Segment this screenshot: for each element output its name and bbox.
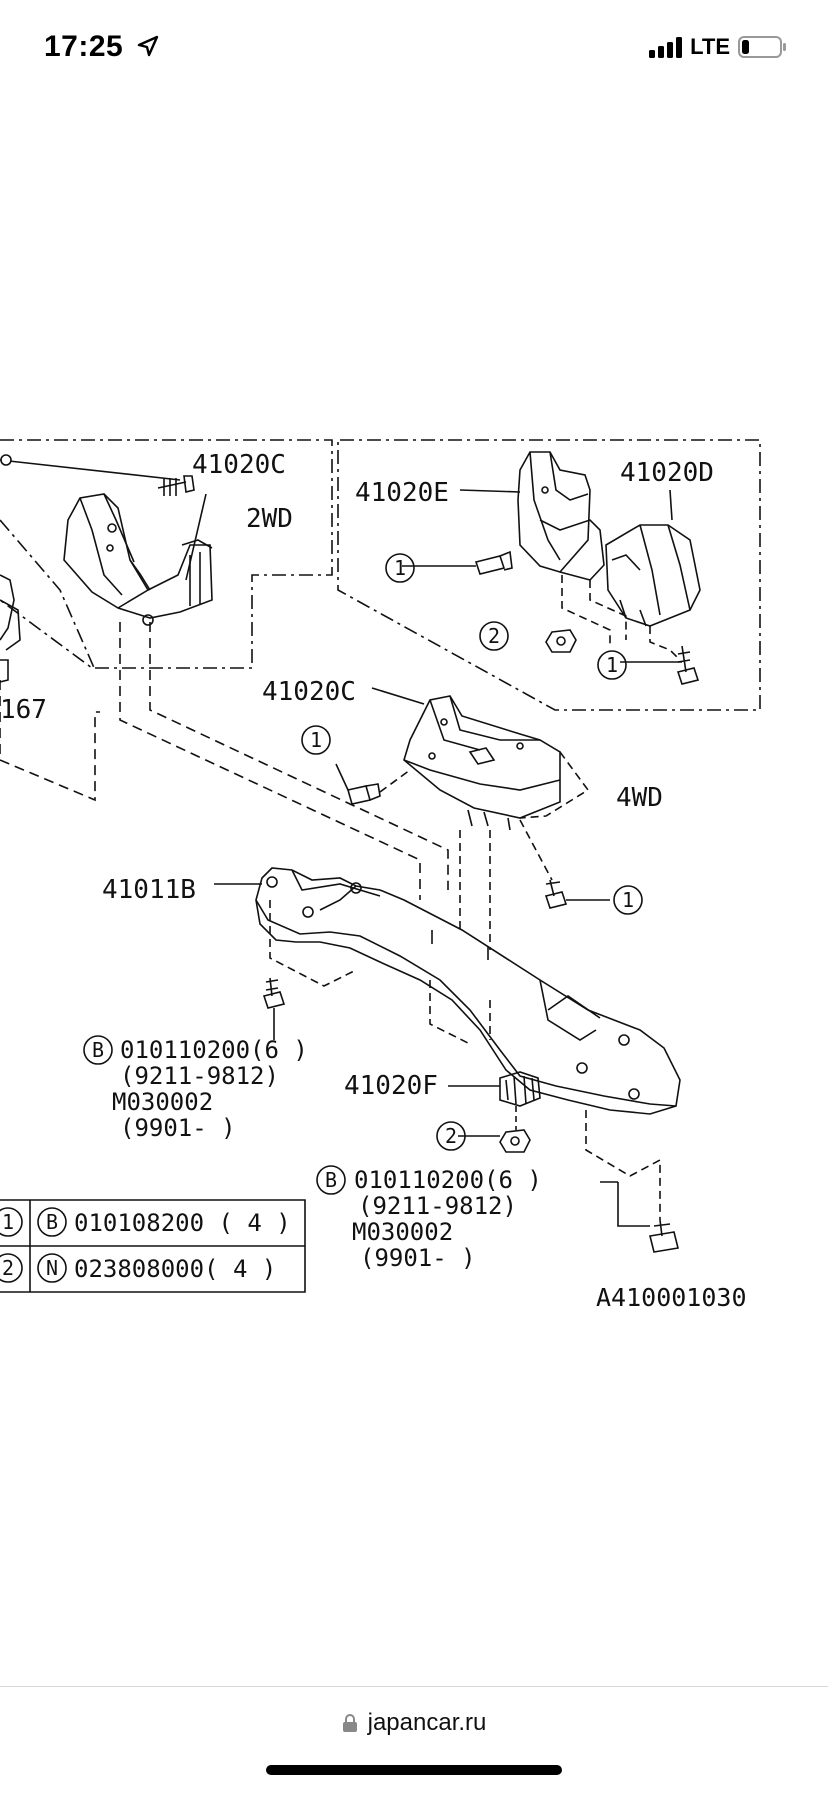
cellular-signal-icon [649,36,683,58]
mount-41020E-41020D [474,451,701,685]
callout-1: 1 [622,888,634,912]
bolt-right-line3: M030002 [352,1218,453,1246]
callout-1: 1 [310,728,322,752]
callout-B: B [92,1038,104,1062]
crossmember-41011B [255,867,681,1253]
legend-kind: B [46,1210,58,1234]
lock-icon [342,1714,357,1732]
label-41011B: 41011B [102,875,196,905]
url-text[interactable]: japancar.ru [367,1709,487,1736]
legend-part: 010108200 ( 4 ) [74,1209,291,1237]
callout-B: B [325,1168,337,1192]
crossmember-diagram: 41020C 2WD 41020E 41020D 41020C 4WD 4101… [0,439,761,1312]
legend-ref: 1 [2,1210,14,1234]
browser-toolbar: japancar.ru [0,1686,828,1793]
label-2wd: 2WD [246,504,293,534]
bolt-right-line2: (9211-9812) [358,1192,517,1220]
parts-diagram: 41020C 2WD 41020E 41020D 41020C 4WD 4101… [0,420,828,1340]
legend-kind: N [46,1256,58,1280]
mount-41020C-2wd [0,454,213,626]
status-bar: 17:25 LTE [0,0,828,100]
label-4wd: 4WD [616,783,663,813]
status-time: 17:25 [44,30,160,64]
label-41020E: 41020E [355,478,449,508]
label-41020C-2wd: 41020C [192,450,286,480]
bolt-left-line1: 010110200(6 ) [120,1036,308,1064]
bolt-right-line4: (9901- ) [360,1244,476,1272]
callout-2: 2 [445,1124,457,1148]
legend-part: 023808000( 4 ) [74,1255,276,1283]
label-41020F: 41020F [344,1071,438,1101]
mount-41020C-4wd [346,695,590,950]
bolt-left-line2: (9211-9812) [120,1062,279,1090]
callout-2: 2 [488,624,500,648]
drawing-code: A410001030 [596,1283,747,1312]
parts-legend-table [0,1199,306,1293]
clock-text: 17:25 [44,30,124,63]
home-indicator[interactable] [266,1765,562,1775]
battery-icon [738,36,786,58]
label-41020C-4wd: 41020C [262,677,356,707]
callout-1: 1 [606,653,618,677]
frame-2wd [0,439,333,669]
legend-ref: 2 [2,1256,14,1280]
label-41020D: 41020D [620,458,714,488]
frame-4wd-upper [337,439,761,711]
location-arrow-icon [137,35,159,57]
label-167: 167 [0,695,47,725]
bolt-left-line4: (9901- ) [120,1114,236,1142]
bolt-right-line1: 010110200(6 ) [354,1166,542,1194]
url-bar[interactable]: japancar.ru [0,1709,828,1737]
network-type: LTE [690,34,730,59]
status-indicators: LTE [649,34,788,60]
callout-1: 1 [394,556,406,580]
bolt-left-line3: M030002 [112,1088,213,1116]
